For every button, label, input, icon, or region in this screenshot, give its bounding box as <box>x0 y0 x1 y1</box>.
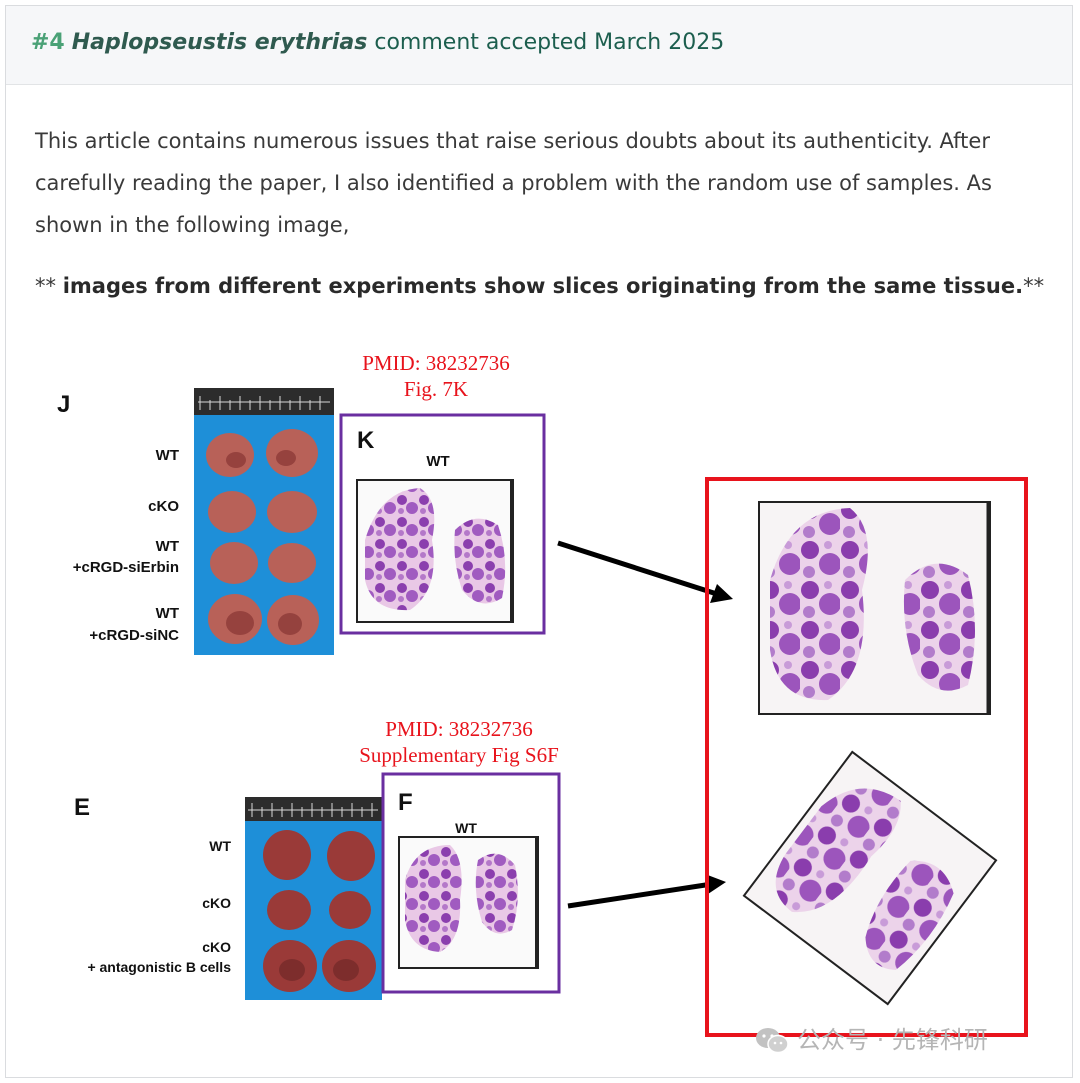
emphasis-prefix: ** <box>35 274 56 298</box>
comment-paragraph: This article contains numerous issues th… <box>35 129 992 237</box>
bottom-source-pmid: PMID: 38232736 <box>385 717 533 741</box>
panel-j-label-wt3: WT <box>156 605 179 622</box>
panel-j-label-wt2: WT <box>156 538 179 555</box>
panel-e-label-cko2: cKO <box>202 939 231 955</box>
panel-j-label-cko: cKO <box>148 498 179 515</box>
panel-k-letter: K <box>357 427 375 454</box>
panel-e-label-wt: WT <box>209 838 231 854</box>
histology-slice-f <box>398 836 539 969</box>
panel-f-label: WT <box>455 820 477 836</box>
panel-j-label-sierbin: +cRGD-siErbin <box>73 559 179 576</box>
comment-header: #4 Haplopseustis erythrias comment accep… <box>6 6 1072 85</box>
panel-e-label-antagonistic: + antagonistic B cells <box>87 959 231 975</box>
commenter-name[interactable]: Haplopseustis erythrias <box>71 30 368 55</box>
histology-slice-k <box>356 479 514 623</box>
panel-k-frame <box>339 413 546 635</box>
panel-f-frame <box>381 772 561 994</box>
watermark-text: 公众号 · 先锋科研 <box>797 1026 988 1054</box>
watermark: 公众号 · 先锋科研 <box>755 1020 988 1055</box>
comment-emphasis: ** images from different experiments sho… <box>35 274 1044 298</box>
arrow-bottom <box>567 874 726 909</box>
panel-j-letter: J <box>57 391 70 418</box>
top-source-pmid: PMID: 38232736 <box>362 351 510 375</box>
panel-j-label-wt: WT <box>156 447 179 464</box>
panel-e-letter: E <box>74 794 90 821</box>
wechat-icon <box>755 1027 789 1055</box>
comparison-figure: PMID: 38232736 Fig. 7K J WT cKO WT +cRGD… <box>57 351 1028 1037</box>
top-source-fig: Fig. 7K <box>404 377 468 401</box>
emphasis-suffix: ** <box>1023 274 1045 298</box>
enlarged-slice-bottom <box>742 750 998 1006</box>
comment-status: comment accepted March 2025 <box>374 30 725 55</box>
lung-photo-j <box>194 388 334 655</box>
emphasis-text: images from different experiments show s… <box>62 274 1024 298</box>
panel-f-letter: F <box>398 789 413 816</box>
arrow-top <box>557 540 733 603</box>
comment-number: #4 <box>31 30 65 55</box>
comment-title: #4 Haplopseustis erythrias comment accep… <box>31 30 724 55</box>
lung-photo-e <box>245 797 382 1000</box>
highlight-frame <box>705 477 1028 1037</box>
panel-j-label-sinc: +cRGD-siNC <box>89 627 179 644</box>
panel-k-label: WT <box>426 453 449 470</box>
enlarged-slice-top <box>758 501 991 715</box>
bottom-source-fig: Supplementary Fig S6F <box>359 743 559 767</box>
panel-e-label-cko: cKO <box>202 895 231 911</box>
